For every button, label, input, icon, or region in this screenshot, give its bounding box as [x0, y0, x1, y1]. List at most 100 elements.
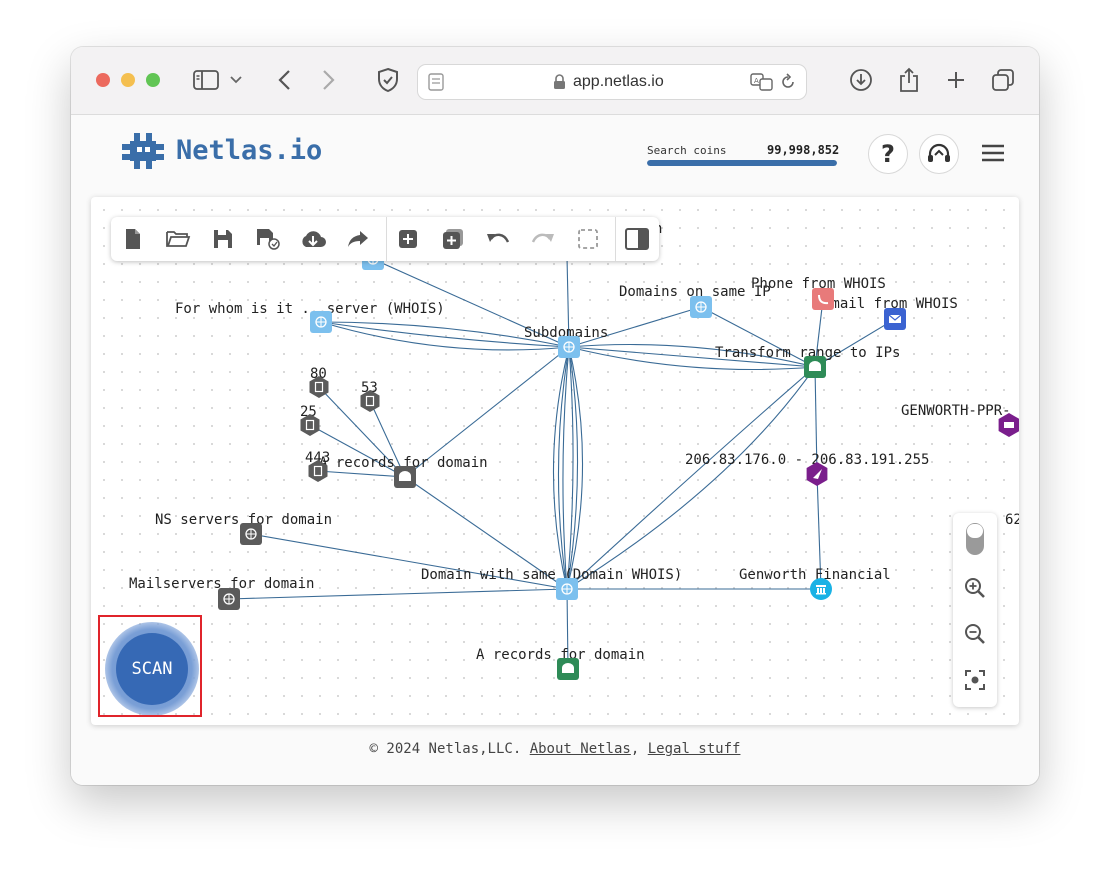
page-icon	[428, 73, 444, 91]
ip-range-node	[806, 462, 828, 486]
svg-text:NS servers for domain: NS servers for domain	[155, 512, 332, 528]
reload-icon[interactable]	[779, 73, 797, 91]
svg-text:For whom is it ...server (WHOI: For whom is it ...server (WHOIS)	[175, 301, 445, 317]
shield-icon[interactable]	[373, 65, 403, 95]
side-panel-toggle-icon[interactable]	[622, 224, 652, 254]
transform-range-node	[804, 356, 826, 378]
subdomains-node	[558, 336, 580, 358]
port-25-node	[300, 414, 320, 436]
legal-stuff-link[interactable]: Legal stuff	[647, 741, 741, 757]
svg-text:Mailservers for domain: Mailservers for domain	[129, 576, 314, 592]
graph-edges	[228, 256, 896, 670]
url-text: app.netlas.io	[573, 73, 664, 90]
share-arrow-icon[interactable]	[343, 224, 373, 254]
phone-whois-node	[812, 288, 834, 310]
share-icon[interactable]	[894, 65, 924, 95]
chevron-down-icon[interactable]	[226, 65, 246, 95]
open-folder-icon[interactable]	[163, 224, 193, 254]
graph-nodes[interactable]	[218, 248, 1019, 680]
svg-text:80: 80	[310, 366, 327, 382]
toolbar-divider	[615, 217, 616, 261]
svg-text:206.83.176.0 - 206.83.191.255: 206.83.176.0 - 206.83.191.255	[685, 452, 929, 468]
zoom-slider[interactable]	[966, 523, 984, 555]
save-icon[interactable]	[208, 224, 238, 254]
svg-text:GENWORTH-PPR-: GENWORTH-PPR-	[901, 403, 1011, 419]
svg-text:Domains on same IP: Domains on same IP	[619, 284, 771, 300]
zoom-out-icon[interactable]	[960, 619, 990, 649]
domains-same-ip-node	[690, 296, 712, 318]
a-records-bottom-node	[557, 658, 579, 680]
forward-arrow-icon[interactable]	[314, 65, 344, 95]
search-coins-bar-fill	[647, 160, 837, 166]
toolbar-divider	[386, 217, 387, 261]
svg-text:Phone from WHOIS: Phone from WHOIS	[751, 276, 886, 292]
search-coins-value: 99,998,852	[767, 143, 840, 157]
headset-icon	[928, 143, 950, 162]
browser-window: app.netlas.io A	[71, 47, 1039, 785]
cloud-download-icon[interactable]	[298, 224, 328, 254]
svg-text:Subdomains: Subdomains	[524, 325, 608, 341]
close-window-button[interactable]	[96, 73, 110, 87]
svg-text:A records for domain: A records for domain	[476, 647, 645, 663]
port-443-node	[308, 460, 328, 482]
question-icon: ?	[881, 140, 895, 168]
hamburger-icon	[982, 144, 1004, 162]
svg-text:Genworth Financial: Genworth Financial	[739, 567, 891, 583]
address-bar[interactable]: app.netlas.io A	[417, 64, 807, 100]
add-group-icon[interactable]	[438, 224, 468, 254]
graph-canvas[interactable]: n For whom is it ...server (WHOIS) Subdo…	[91, 197, 1019, 725]
new-tab-icon[interactable]	[941, 65, 971, 95]
lock-icon	[554, 74, 565, 89]
about-netlas-link[interactable]: About Netlas	[529, 741, 631, 757]
redo-icon[interactable]	[528, 224, 558, 254]
minimize-window-button[interactable]	[121, 73, 135, 87]
footer-separator: ,	[630, 741, 640, 757]
back-arrow-icon[interactable]	[269, 65, 299, 95]
email-whois-node	[884, 308, 906, 330]
maximize-window-button[interactable]	[146, 73, 160, 87]
browser-titlebar: app.netlas.io A	[71, 47, 1039, 115]
help-button[interactable]: ?	[868, 134, 908, 174]
genworth-ppr-node	[998, 413, 1019, 437]
graph-labels: n For whom is it ...server (WHOIS) Subdo…	[129, 221, 1019, 663]
port-80-node	[309, 376, 329, 398]
translate-icon[interactable]: A	[750, 72, 774, 92]
support-button[interactable]	[919, 134, 959, 174]
scan-button[interactable]: SCAN	[116, 633, 188, 705]
port-53-node	[360, 390, 380, 412]
download-icon[interactable]	[846, 65, 876, 95]
add-node-icon[interactable]	[393, 224, 423, 254]
ns-servers-node	[240, 523, 262, 545]
menu-button[interactable]	[980, 142, 1006, 164]
a-records-left-node	[394, 466, 416, 488]
svg-text:Transform range to IPs: Transform range to IPs	[715, 345, 900, 361]
whois-server-node	[310, 311, 332, 333]
fit-view-icon[interactable]	[960, 665, 990, 695]
svg-text:443: 443	[305, 450, 330, 466]
svg-text:A records for domain: A records for domain	[319, 455, 488, 471]
domain-with-same-node	[556, 578, 578, 600]
tab-overview-icon[interactable]	[988, 65, 1018, 95]
zoom-slider-handle[interactable]	[967, 524, 983, 538]
save-as-icon[interactable]	[253, 224, 283, 254]
logo-text[interactable]: Netlas.io	[176, 135, 323, 166]
netlas-logo-icon[interactable]	[118, 129, 168, 173]
genworth-financial-node	[810, 578, 832, 600]
svg-text:Email from WHOIS: Email from WHOIS	[823, 296, 958, 312]
page-content: Netlas.io Search coins 99,998,852 ?	[71, 115, 1039, 785]
sidebar-toggle-icon[interactable]	[191, 65, 221, 95]
graph-svg[interactable]: n For whom is it ...server (WHOIS) Subdo…	[91, 197, 1019, 725]
zoom-in-icon[interactable]	[960, 573, 990, 603]
svg-text:62: 62	[1005, 512, 1019, 528]
new-file-icon[interactable]	[118, 224, 148, 254]
select-area-icon[interactable]	[573, 224, 603, 254]
zoom-controls	[953, 513, 997, 707]
graph-toolbar	[111, 217, 659, 261]
search-coins-bar	[647, 160, 837, 166]
mailservers-node	[218, 588, 240, 610]
svg-text:Domain with same (Domain WHOIS: Domain with same (Domain WHOIS)	[421, 567, 682, 583]
search-coins-label: Search coins	[647, 144, 727, 157]
footer-copyright: © 2024 Netlas,LLC.	[369, 741, 522, 757]
undo-icon[interactable]	[483, 224, 513, 254]
svg-text:53: 53	[361, 380, 378, 396]
